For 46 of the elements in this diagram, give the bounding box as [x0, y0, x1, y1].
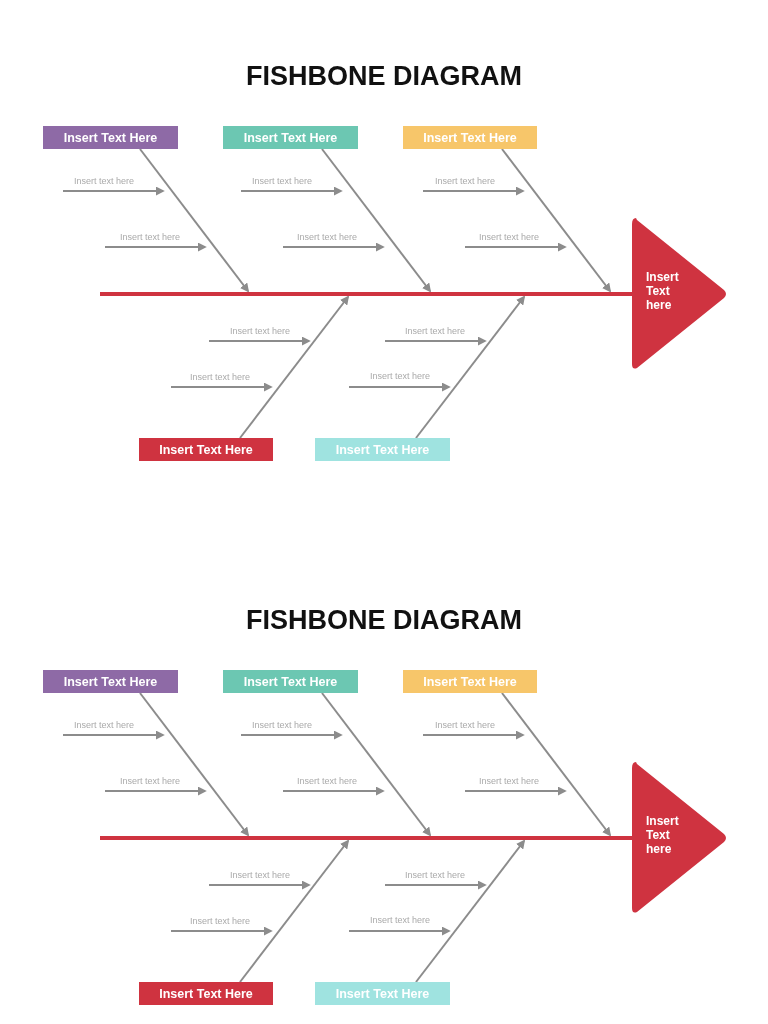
cause-text: Insert text here [190, 916, 250, 927]
category-label: Insert Text Here [43, 670, 178, 693]
cause-text: Insert text here [297, 232, 357, 243]
bone-arrow [321, 692, 432, 837]
bone-arrow [321, 148, 432, 293]
cause-text: Insert text here [230, 326, 290, 337]
fish-head: Insert Text here [632, 762, 728, 914]
cause-text: Insert text here [370, 915, 430, 926]
cause-text: Insert text here [230, 870, 290, 881]
category-label: Insert Text Here [315, 438, 450, 461]
category-label: Insert Text Here [223, 126, 358, 149]
bone-arrow [415, 839, 526, 983]
cause-text: Insert text here [435, 720, 495, 731]
bone-arrow [239, 839, 350, 983]
category-label: Insert Text Here [139, 438, 273, 461]
cause-text: Insert text here [120, 232, 180, 243]
heading: FISHBONE DIAGRAM [246, 604, 522, 636]
cause-text: Insert text here [74, 176, 134, 187]
category-label: Insert Text Here [403, 670, 537, 693]
bone-arrow [415, 295, 526, 439]
diagram-title: FISHBONE DIAGRAM [246, 60, 522, 92]
bone-arrow [501, 148, 612, 293]
cause-text: Insert text here [370, 371, 430, 382]
cause-text: Insert text here [252, 720, 312, 731]
category-label: Insert Text Here [43, 126, 178, 149]
category-label: Insert Text Here [315, 982, 450, 1005]
cause-text: Insert text here [120, 776, 180, 787]
cause-text: Insert text here [297, 776, 357, 787]
cause-text: Insert text here [252, 176, 312, 187]
cause-text: Insert text here [479, 776, 539, 787]
fish-spine [100, 836, 634, 840]
bone-arrow [501, 692, 612, 837]
category-label: Insert Text Here [403, 126, 537, 149]
cause-text: Insert text here [405, 326, 465, 337]
bone-arrow [139, 692, 250, 837]
cause-text: Insert text here [435, 176, 495, 187]
category-label: Insert Text Here [139, 982, 273, 1005]
category-label: Insert Text Here [223, 670, 358, 693]
cause-text: Insert text here [74, 720, 134, 731]
cause-text: Insert text here [479, 232, 539, 243]
bone-arrow [139, 148, 250, 293]
cause-text: Insert text here [190, 372, 250, 383]
fish-head: Insert Text here [632, 218, 728, 370]
bone-arrow [239, 295, 350, 439]
cause-text: Insert text here [405, 870, 465, 881]
fish-spine [100, 292, 634, 296]
